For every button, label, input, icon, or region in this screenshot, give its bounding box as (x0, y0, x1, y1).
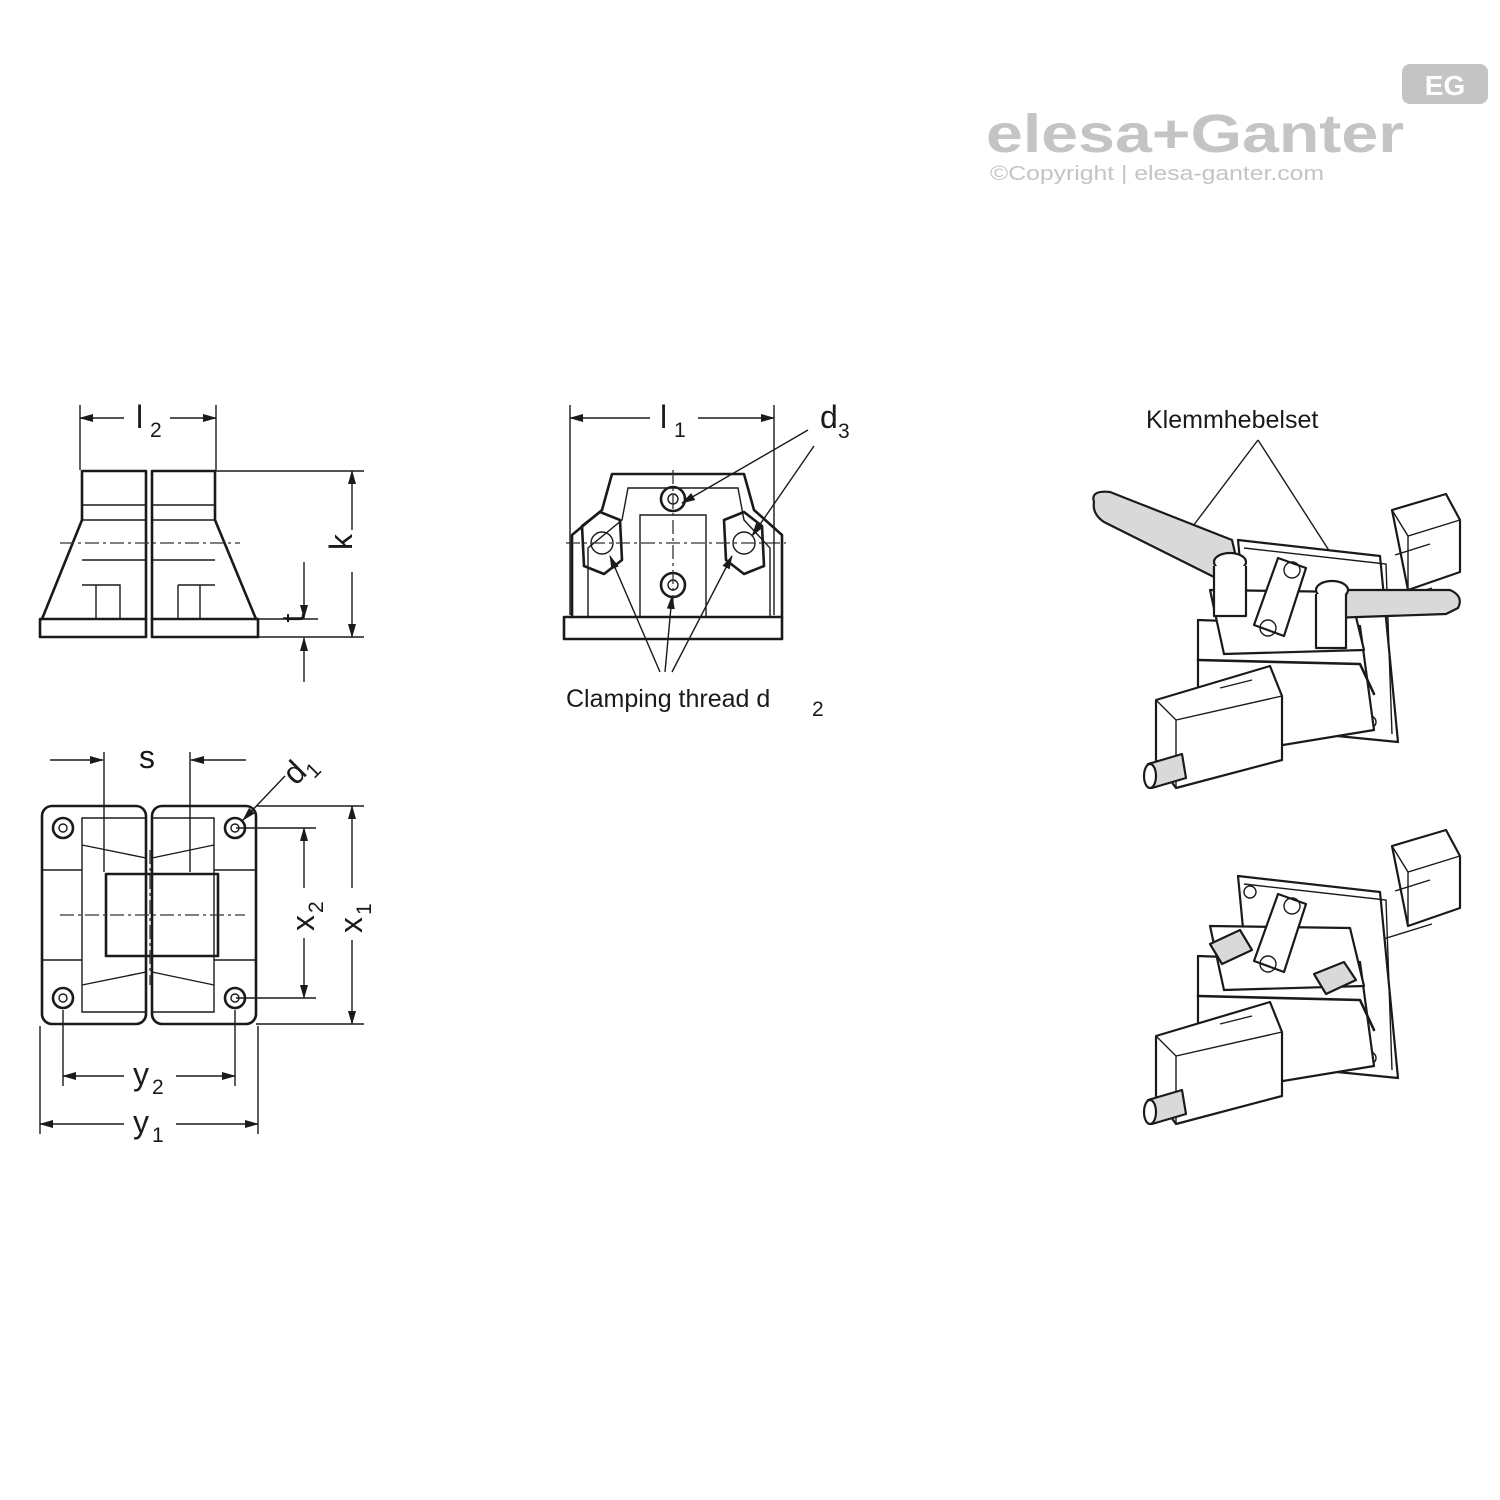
svg-text:1: 1 (674, 419, 686, 442)
dim-y1-label: y 1 (133, 1104, 164, 1147)
svg-text:x: x (333, 917, 369, 933)
dim-k-label: k (323, 533, 359, 550)
isometric-without-levers (1142, 828, 1462, 1126)
dim-s-label: s (139, 739, 155, 775)
svg-text:2: 2 (305, 901, 328, 913)
svg-text:2: 2 (812, 698, 824, 721)
front-view: l 1 d 3 Clamping thread d 2 (562, 399, 850, 721)
dim-l1-label: l 1 (660, 399, 686, 442)
eg-badge-text: EG (1425, 70, 1465, 101)
isometric-with-levers: Klemmhebelset (1092, 406, 1462, 790)
svg-text:3: 3 (838, 420, 850, 443)
brand-logo: EG elesa+Ganter ©Copyright | elesa-gante… (986, 64, 1488, 185)
svg-text:Clamping thread d: Clamping thread d (566, 685, 770, 713)
svg-text:d: d (820, 399, 838, 435)
copyright-text: ©Copyright | elesa-ganter.com (990, 163, 1324, 185)
svg-text:l: l (660, 399, 667, 435)
logo-wordmark: elesa+Ganter (986, 104, 1404, 164)
dim-d1-label: d 1 (275, 753, 326, 791)
dim-d3-label: d 3 (820, 399, 850, 443)
dim-y2-label: y 2 (133, 1056, 164, 1099)
svg-text:l: l (136, 399, 143, 435)
svg-text:x: x (285, 915, 321, 931)
top-view: s d 1 x 2 x 1 y 2 (39, 739, 376, 1147)
clamping-thread-caption: Clamping thread d 2 (566, 685, 824, 721)
dim-t-label: t (275, 613, 311, 622)
side-view: l 2 k t (38, 399, 364, 682)
klemmhebelset-callout: Klemmhebelset (1146, 406, 1318, 434)
svg-text:y: y (133, 1056, 149, 1092)
svg-text:y: y (133, 1104, 149, 1140)
dim-l2-label: l 2 (136, 399, 162, 442)
eg-badge (1402, 64, 1488, 104)
dim-x2-label: x 2 (285, 901, 328, 931)
svg-text:1: 1 (152, 1124, 164, 1147)
svg-text:2: 2 (152, 1076, 164, 1099)
svg-text:2: 2 (150, 419, 162, 442)
svg-text:1: 1 (353, 903, 376, 915)
dim-x1-label: x 1 (333, 903, 376, 933)
